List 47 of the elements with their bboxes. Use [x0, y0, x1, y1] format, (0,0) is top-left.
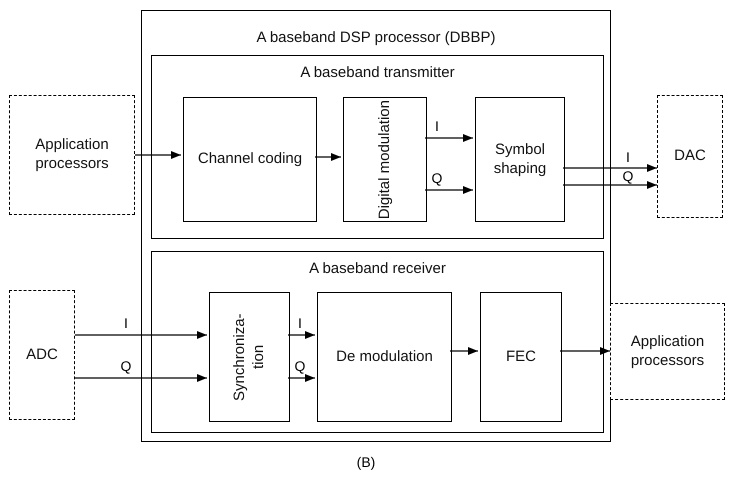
external-block — [610, 303, 725, 400]
edge-label: Q — [430, 171, 444, 185]
block-label: Symbol shaping — [492, 140, 548, 178]
block-label: FEC — [506, 348, 536, 366]
process-block — [343, 97, 427, 222]
group-title: A baseband DSP processor (DBBP) — [256, 29, 496, 46]
edge-label: I — [297, 316, 303, 330]
group-title: A baseband receiver — [309, 260, 446, 277]
group-box — [151, 55, 604, 239]
group-title: A baseband transmitter — [300, 64, 455, 81]
arrow — [450, 347, 478, 355]
edge-label: Q — [120, 359, 132, 373]
block-label: Application processors — [630, 332, 706, 370]
edge-label: Q — [294, 359, 306, 373]
arrow — [563, 181, 657, 189]
block-label: De modulation — [336, 348, 433, 366]
block-label: ADC — [26, 346, 58, 364]
block-label: Digital modulation — [376, 100, 394, 220]
group-box — [151, 251, 604, 433]
block-label: DAC — [674, 147, 706, 166]
external-block — [9, 95, 135, 215]
arrow — [560, 347, 610, 355]
process-block — [480, 292, 562, 422]
arrow — [135, 151, 181, 159]
group-box — [141, 10, 611, 442]
arrow — [563, 164, 657, 172]
arrow — [75, 331, 207, 339]
edge-label: Q — [622, 169, 634, 183]
arrow — [315, 153, 341, 161]
process-block — [317, 292, 452, 422]
edge-label: I — [434, 119, 440, 133]
arrow — [425, 186, 473, 194]
process-block — [209, 292, 290, 422]
arrow — [288, 374, 315, 382]
caption: (B) — [356, 454, 376, 470]
process-block — [475, 97, 565, 222]
edge-label: I — [625, 150, 631, 164]
process-block — [183, 97, 317, 222]
arrow — [75, 374, 207, 382]
external-block — [9, 290, 75, 420]
block-label: Channel coding — [198, 150, 302, 169]
arrow — [288, 331, 315, 339]
edge-label: I — [123, 316, 129, 330]
block-label: Application processors — [34, 136, 110, 174]
external-block — [657, 95, 723, 218]
arrow — [425, 134, 473, 142]
block-label: Synchroniza-tion — [230, 312, 268, 403]
